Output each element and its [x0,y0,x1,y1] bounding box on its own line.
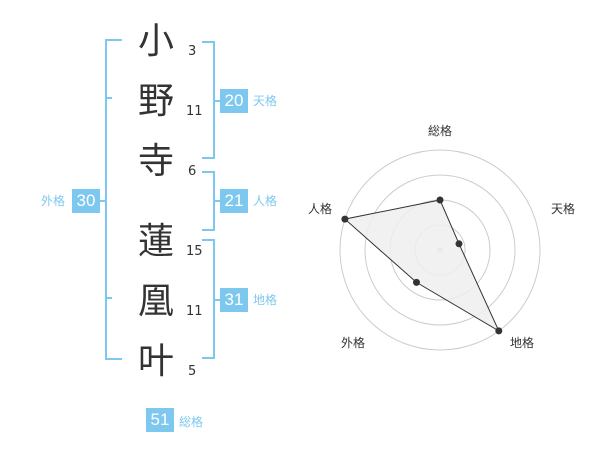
radar-point-4 [341,215,349,223]
radar-point-0 [436,196,444,204]
name-char-6: 叶 [137,341,174,382]
jinkaku-label: 人格 [253,194,278,208]
tenkaku-badge: 20 [220,89,248,113]
radar-point-3 [413,278,420,286]
gaikaku-label: 外格 [41,194,66,208]
gaikaku-badge: 30 [72,189,100,213]
stroke-count-5: 11 [186,304,203,319]
stroke-count-3: 6 [188,164,197,179]
radar-point-2 [495,327,503,335]
radar-ring-4 [339,149,541,351]
name-char-4: 蓮 [137,221,174,262]
tenkaku-label: 天格 [253,94,278,108]
name-char-2: 野 [137,81,174,122]
stroke-count-2: 11 [186,104,203,119]
radar-label-tenkaku: 天格 [551,202,576,216]
soukaku-badge: 51 [146,408,174,432]
stroke-count-4: 15 [186,244,203,259]
radar-point-1 [455,240,463,248]
jinkaku-badge: 21 [220,189,248,213]
name-char-5: 凰 [137,281,174,322]
gaikaku-bracket [105,39,122,360]
stroke-count-6: 5 [188,364,197,379]
chikaku-label: 地格 [253,293,278,307]
name-char-1: 小 [137,21,174,62]
soukaku-label: 総格 [179,415,204,429]
chikaku-badge: 31 [220,288,248,312]
radar-polygon-0 [343,199,500,333]
name-char-3: 寺 [137,141,174,182]
radar-label-gaikaku: 外格 [341,336,366,350]
radar-label-soukaku: 総格 [428,124,453,138]
stroke-count-1: 3 [188,44,197,59]
radar-ring-3 [364,174,516,326]
radar-label-jinkaku: 人格 [308,202,333,216]
radar-label-chikaku: 地格 [510,336,535,350]
